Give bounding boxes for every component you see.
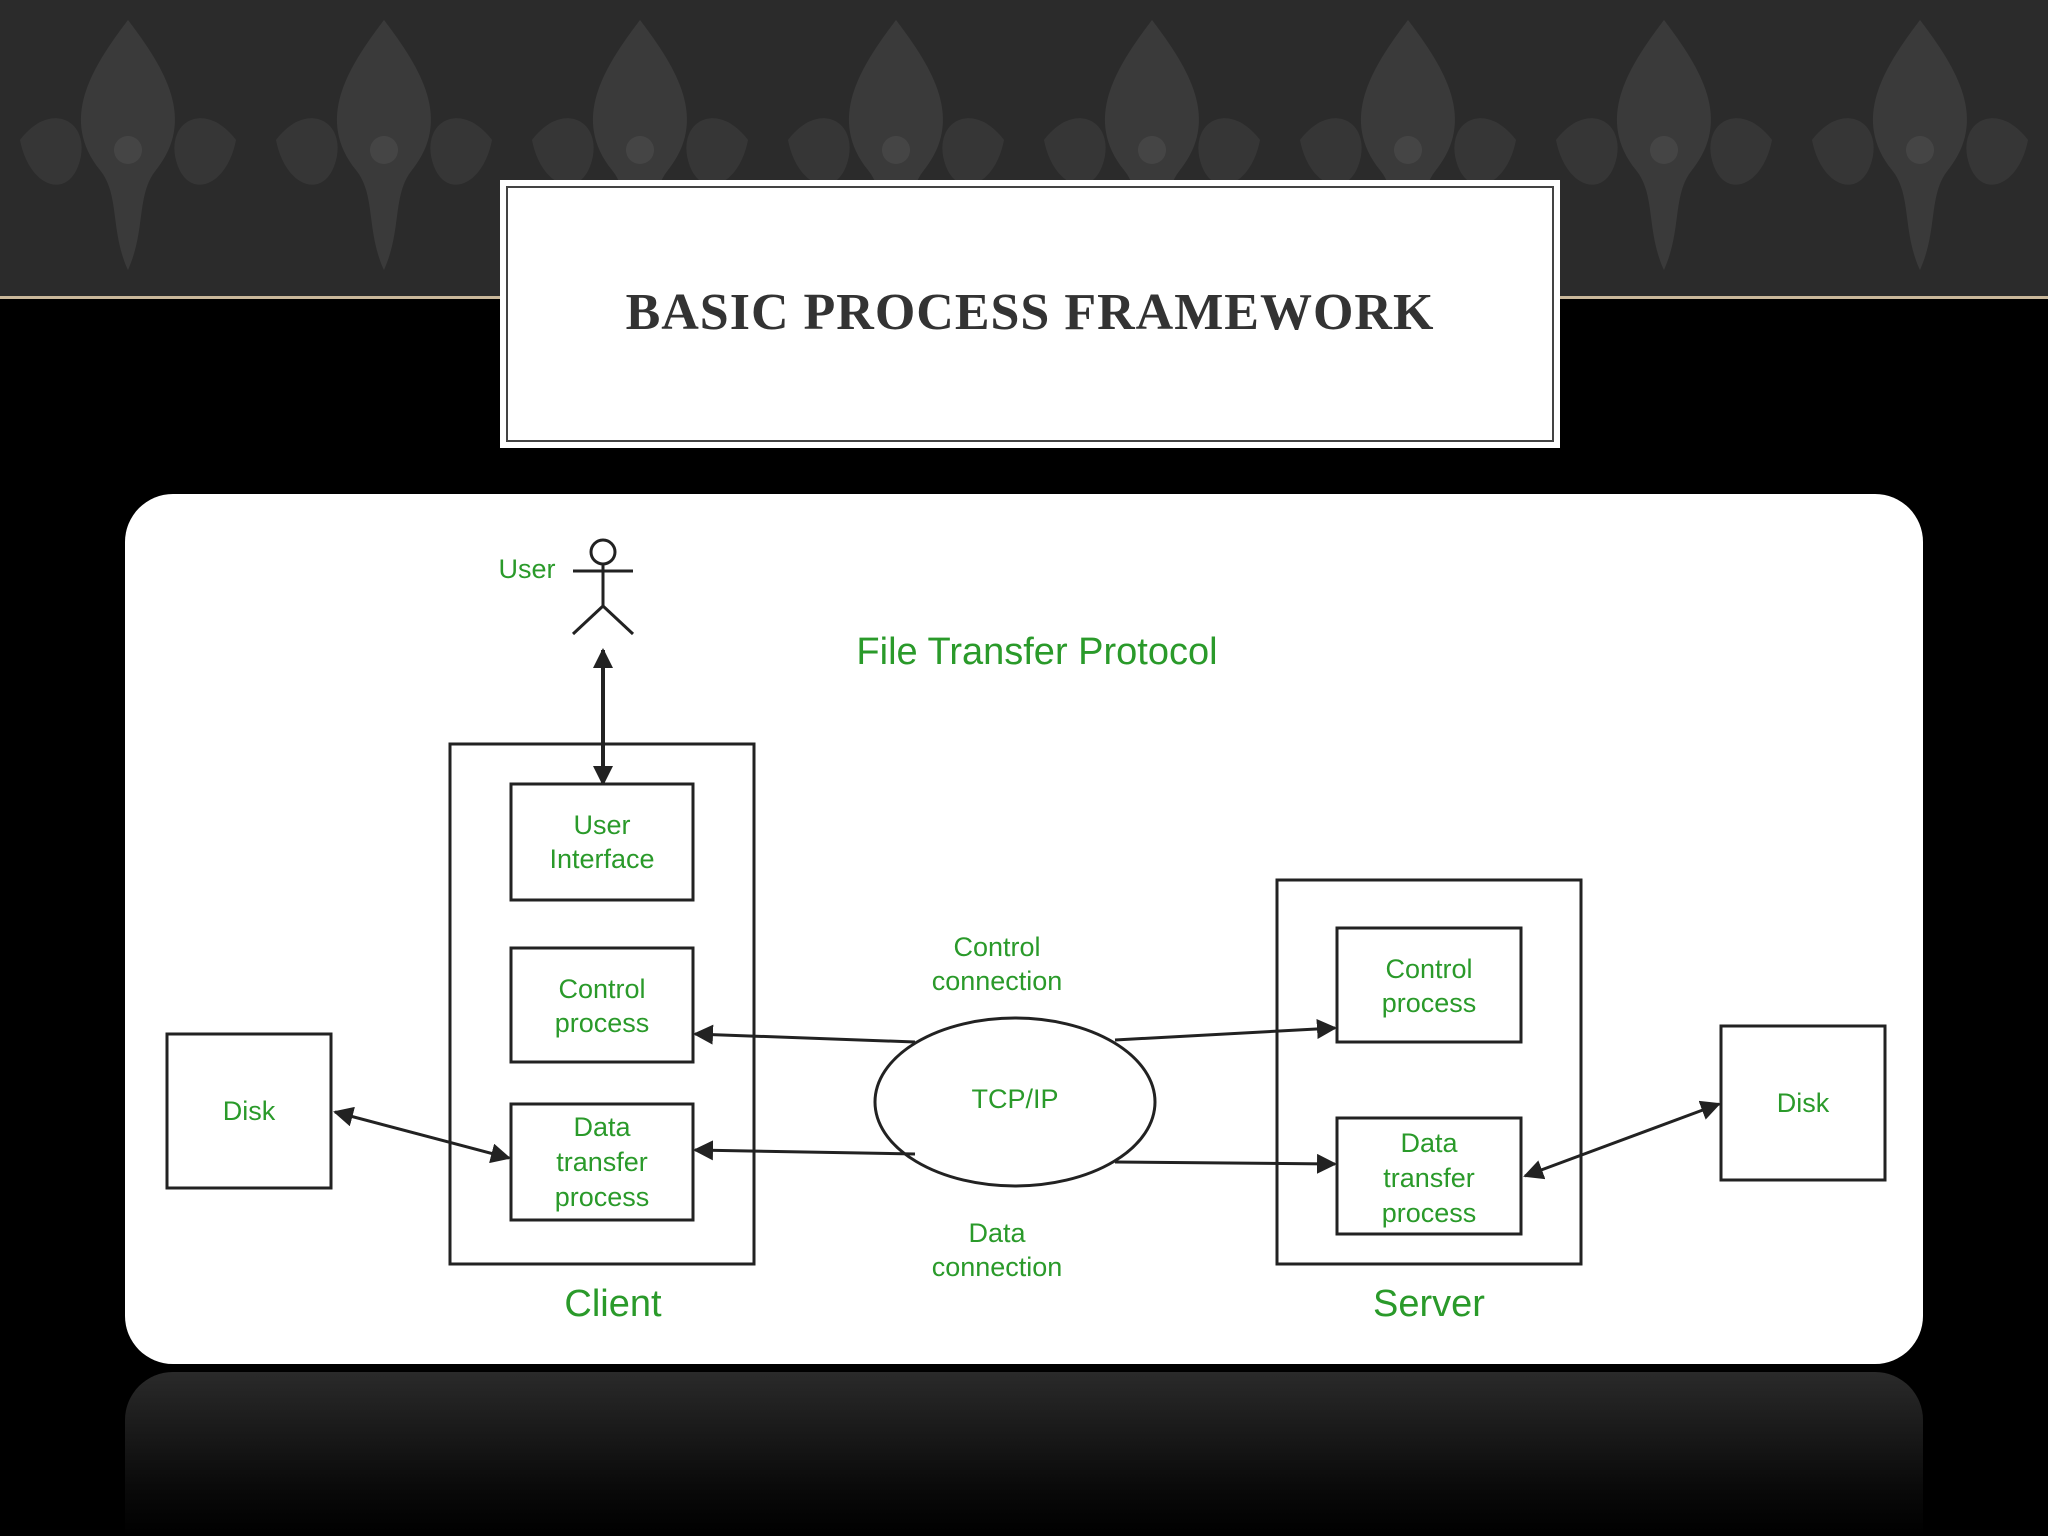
control-connection-label-1: Control: [953, 932, 1040, 962]
server-data-label-1: Data: [1400, 1128, 1458, 1158]
client-container: [448, 742, 756, 1266]
client-disk-label: Disk: [223, 1096, 276, 1126]
client-data-transfer-box: [509, 1102, 695, 1222]
server-disk-data-arrow: [1523, 1100, 1721, 1180]
server-disk-label: Disk: [1777, 1088, 1830, 1118]
server-label: Server: [1373, 1283, 1485, 1325]
server-control-label-2: process: [1382, 988, 1477, 1018]
user-label: User: [498, 554, 555, 584]
client-control-process-box: [509, 946, 695, 1064]
server-container: [1275, 878, 1583, 1266]
slide-title: BASIC PROCESS FRAMEWORK: [625, 284, 1435, 341]
data-to-client-arrow: [693, 1140, 916, 1161]
server-data-transfer-box: [1335, 1116, 1523, 1236]
control-to-client-arrow: [693, 1024, 916, 1045]
client-label: Client: [564, 1283, 662, 1325]
server-control-label-1: Control: [1385, 954, 1472, 984]
data-to-server-arrow: [1114, 1153, 1337, 1174]
control-to-server-arrow: [1114, 1018, 1337, 1042]
client-data-label-2: transfer: [556, 1147, 648, 1177]
slide-title-box: BASIC PROCESS FRAMEWORK: [500, 180, 1560, 448]
panel-reflection: [125, 1372, 1923, 1536]
decorative-damask-banner: [0, 0, 2048, 296]
client-data-label-3: process: [555, 1182, 650, 1212]
tcp-ip-network: [873, 1016, 1157, 1188]
diagram-title: File Transfer Protocol: [856, 631, 1217, 673]
client-data-label-1: Data: [573, 1112, 631, 1142]
server-control-process-box: [1335, 926, 1523, 1044]
client-control-label-2: process: [555, 1008, 650, 1038]
server-data-label-3: process: [1382, 1198, 1477, 1228]
data-connection-label-2: connection: [932, 1252, 1063, 1282]
data-connection-label-1: Data: [968, 1218, 1026, 1248]
control-connection-label-2: connection: [932, 966, 1063, 996]
client-ui-label-1: User: [573, 810, 630, 840]
tcp-ip-label: TCP/IP: [971, 1084, 1058, 1114]
server-data-label-2: transfer: [1383, 1163, 1475, 1193]
user-icon: [571, 538, 635, 636]
server-disk-box: [1719, 1024, 1887, 1182]
diagram-panel: File Transfer Protocol User Client User …: [125, 494, 1923, 1364]
client-ui-label-2: Interface: [549, 844, 654, 874]
ftp-diagram: File Transfer Protocol User Client User …: [165, 538, 1887, 1325]
client-user-interface-box: [509, 782, 695, 902]
client-disk-data-arrow: [333, 1106, 511, 1164]
client-disk-box: [165, 1032, 333, 1190]
client-control-label-1: Control: [558, 974, 645, 1004]
